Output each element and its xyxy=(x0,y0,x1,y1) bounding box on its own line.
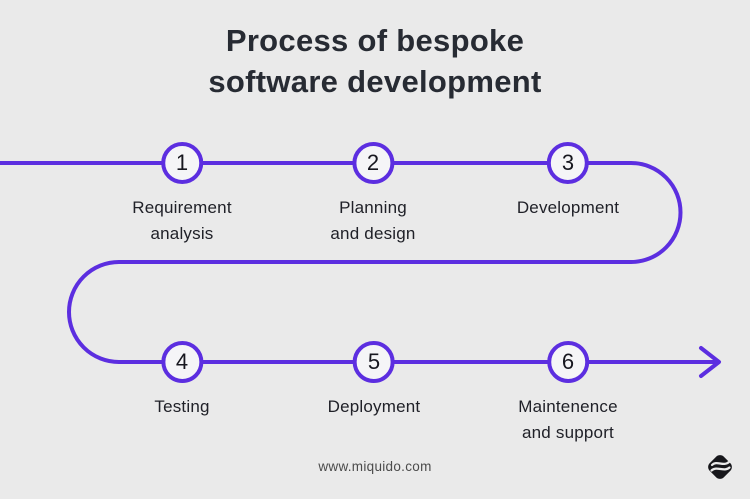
page-title-line2: software development xyxy=(208,64,542,99)
step-2-circle: 2 xyxy=(352,142,394,184)
step-3-circle: 3 xyxy=(547,142,589,184)
step-3-label: Development xyxy=(516,198,620,217)
step-6: 6 Maintenence and support xyxy=(518,341,618,446)
step-4-number: 4 xyxy=(175,349,189,374)
step-1-label: Requirement analysis xyxy=(132,198,232,243)
step-5: 5 Deployment xyxy=(328,341,421,420)
step-3: 3 Development xyxy=(517,142,619,221)
step-1-number: 1 xyxy=(175,150,189,175)
step-1-circle: 1 xyxy=(161,142,203,184)
step-2: 2 Planning and design xyxy=(330,142,415,247)
step-6-number: 6 xyxy=(561,349,575,374)
miquido-logo-icon xyxy=(708,455,732,479)
flow-path xyxy=(0,161,716,364)
step-5-number: 5 xyxy=(367,349,381,374)
step-4: 4 Testing xyxy=(154,341,209,420)
step-6-label: Maintenence and support xyxy=(518,397,618,442)
arrow-head-icon xyxy=(699,346,721,378)
step-6-circle: 6 xyxy=(546,341,589,383)
step-2-number: 2 xyxy=(366,150,380,175)
step-5-label: Deployment xyxy=(327,397,421,416)
step-2-label: Planning and design xyxy=(330,198,416,243)
website-url: www.miquido.com xyxy=(318,459,432,474)
step-3-number: 3 xyxy=(561,150,575,175)
page-title: Process of bespoke software development xyxy=(0,20,750,102)
step-5-circle: 5 xyxy=(353,341,395,383)
step-4-circle: 4 xyxy=(160,341,203,383)
page-title-line1: Process of bespoke xyxy=(225,23,525,58)
step-4-label: Testing xyxy=(154,397,210,416)
step-1: 1 Requirement analysis xyxy=(132,142,232,247)
